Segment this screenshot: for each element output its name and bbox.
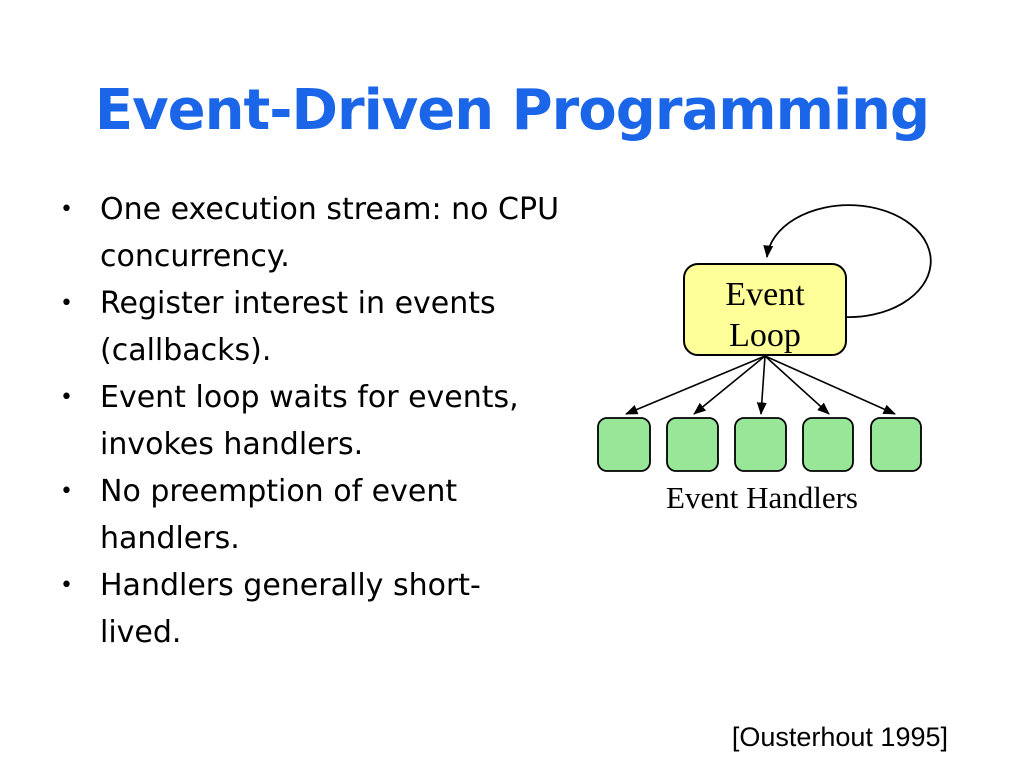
event-loop-diagram: Event Loop Event Handlers: [597, 204, 932, 515]
list-item: • One execution stream: no CPU concurren…: [58, 186, 618, 280]
list-item: • Register interest in events (callbacks…: [58, 280, 618, 374]
citation-text: [Ousterhout 1995]: [731, 722, 948, 752]
bullet-list: • One execution stream: no CPU concurren…: [58, 186, 618, 656]
bullet-icon: •: [60, 291, 73, 316]
arrow-to-handler-4: [764, 355, 830, 415]
bullet-text: No preemption of event handlers.: [100, 474, 458, 556]
arrow-to-handler-3: [756, 355, 767, 415]
list-item: • No preemption of event handlers.: [58, 468, 618, 562]
event-loop-label-line2: Loop: [729, 317, 801, 354]
handler-box-1: [597, 417, 651, 472]
arrow-to-handler-1: [625, 355, 766, 415]
handler-box-4: [802, 417, 854, 472]
list-item: • Handlers generally short- lived.: [58, 562, 618, 656]
arrow-to-handler-5: [764, 355, 896, 415]
arrow-to-handler-2: [693, 355, 766, 415]
handler-box-5: [870, 417, 922, 472]
event-handlers-label: Event Handlers: [666, 480, 858, 515]
bullet-text: Event loop waits for events, invokes han…: [100, 380, 519, 462]
bullet-icon: •: [60, 197, 73, 222]
bullet-icon: •: [60, 573, 73, 598]
handler-box-2: [666, 417, 719, 472]
handler-boxes: [597, 417, 922, 472]
self-loop-arrow: [763, 204, 932, 319]
bullet-text: One execution stream: no CPU concurrency…: [100, 192, 560, 274]
fan-arrows: [625, 355, 896, 415]
bullet-icon: •: [60, 385, 73, 410]
page-title: Event-Driven Programming: [94, 78, 930, 143]
event-loop-label-line1: Event: [725, 276, 805, 313]
bullet-text: Handlers generally short- lived.: [100, 568, 481, 650]
bullet-text: Register interest in events (callbacks).: [100, 286, 496, 368]
handler-box-3: [734, 417, 787, 472]
bullet-icon: •: [60, 479, 73, 504]
event-loop-box: [683, 263, 847, 356]
list-item: • Event loop waits for events, invokes h…: [58, 374, 618, 468]
